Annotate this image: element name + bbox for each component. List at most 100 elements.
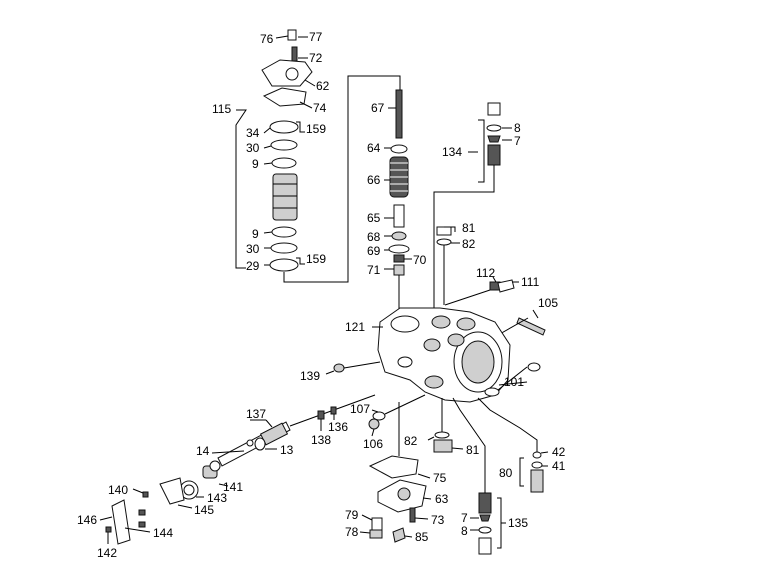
part-7-valve-lower bbox=[479, 514, 491, 522]
valve-spring-lower bbox=[478, 492, 492, 514]
label-81a: 81 bbox=[462, 221, 476, 235]
label-80: 80 bbox=[499, 466, 513, 480]
part-140-screw bbox=[142, 491, 149, 498]
bolt-105 bbox=[497, 309, 546, 336]
label-70: 70 bbox=[413, 253, 427, 267]
part-70-nut bbox=[393, 254, 405, 263]
label-134: 134 bbox=[442, 145, 462, 159]
label-159b: 159 bbox=[306, 252, 326, 266]
part-78-plug bbox=[369, 529, 383, 539]
label-140: 140 bbox=[108, 483, 128, 497]
plunger-kit bbox=[235, 75, 401, 283]
label-7b: 7 bbox=[461, 511, 468, 525]
label-112: 112 bbox=[476, 266, 495, 280]
label-74: 74 bbox=[313, 101, 327, 115]
part-9-oring-lower bbox=[271, 226, 297, 238]
part-76-screw bbox=[287, 29, 297, 41]
part-82-oring bbox=[436, 238, 452, 246]
part-8-oring bbox=[486, 124, 502, 132]
part-42-oring bbox=[532, 451, 542, 459]
part-111-fitting bbox=[497, 279, 515, 293]
label-29: 29 bbox=[246, 259, 260, 273]
part-144-bracket bbox=[111, 499, 131, 545]
label-141: 141 bbox=[223, 480, 243, 494]
label-115: 115 bbox=[212, 102, 231, 116]
part-8-oring-lower bbox=[478, 526, 492, 534]
bracket-146-144-142 bbox=[99, 499, 151, 545]
label-136: 136 bbox=[328, 420, 348, 434]
label-41: 41 bbox=[552, 459, 566, 473]
label-75: 75 bbox=[433, 471, 447, 485]
part-81-plug bbox=[436, 226, 452, 236]
label-101: 101 bbox=[504, 375, 524, 389]
label-159a: 159 bbox=[306, 122, 326, 136]
part-64-washer bbox=[390, 144, 408, 154]
part-34-ring bbox=[269, 120, 299, 134]
label-73: 73 bbox=[431, 513, 445, 527]
label-9a: 9 bbox=[252, 157, 259, 171]
parts-141-143-145 bbox=[132, 460, 229, 509]
part-73-bolt bbox=[409, 507, 416, 523]
part-7-valve bbox=[487, 135, 501, 143]
label-138: 138 bbox=[311, 433, 331, 447]
part-67-rod bbox=[395, 89, 403, 139]
label-77: 77 bbox=[309, 30, 323, 44]
part-65-sleeve bbox=[393, 204, 405, 228]
label-106: 106 bbox=[363, 437, 383, 451]
label-72: 72 bbox=[309, 51, 323, 65]
label-85: 85 bbox=[415, 530, 429, 544]
label-66: 66 bbox=[367, 173, 381, 187]
label-9b: 9 bbox=[252, 227, 259, 241]
part-82-oring-lower bbox=[434, 431, 450, 439]
part-plug bbox=[487, 102, 501, 116]
part-69-washer bbox=[388, 244, 410, 254]
label-8a: 8 bbox=[514, 121, 521, 135]
label-142: 142 bbox=[97, 546, 117, 560]
label-143: 143 bbox=[207, 491, 227, 505]
label-105: 105 bbox=[538, 296, 558, 310]
part-136-screw bbox=[330, 406, 337, 415]
parts-139-101 bbox=[325, 361, 541, 397]
label-42: 42 bbox=[552, 445, 566, 459]
label-8b: 8 bbox=[461, 524, 468, 538]
part-85-nut bbox=[392, 527, 406, 543]
label-69: 69 bbox=[367, 244, 381, 258]
label-82b: 82 bbox=[404, 434, 418, 448]
parts-138-136-107-106 bbox=[317, 394, 426, 437]
part-74-gasket bbox=[262, 87, 307, 107]
label-64: 64 bbox=[367, 141, 381, 155]
label-62: 62 bbox=[316, 79, 330, 93]
part-30-ring bbox=[270, 139, 298, 151]
label-30b: 30 bbox=[246, 242, 260, 256]
label-111: 111 bbox=[521, 275, 540, 289]
label-139: 139 bbox=[300, 369, 320, 383]
label-135: 135 bbox=[508, 516, 528, 530]
label-81b: 81 bbox=[466, 443, 480, 457]
part-plug-lower bbox=[478, 537, 492, 555]
label-79: 79 bbox=[345, 508, 359, 522]
part-13-bearing bbox=[254, 437, 266, 451]
part-106-plug bbox=[368, 418, 380, 430]
part-9-oring bbox=[271, 157, 297, 169]
valve-kit-134 bbox=[433, 102, 512, 308]
valve-kit-135 bbox=[452, 397, 506, 555]
valve-spring bbox=[487, 144, 501, 166]
label-7a: 7 bbox=[514, 134, 521, 148]
part-72-bolt bbox=[291, 46, 298, 62]
label-68: 68 bbox=[367, 230, 381, 244]
relief-valve-80 bbox=[477, 397, 549, 493]
label-121: 121 bbox=[345, 320, 365, 334]
part-101-oring bbox=[484, 387, 500, 397]
label-145: 145 bbox=[194, 503, 214, 517]
label-65: 65 bbox=[367, 211, 381, 225]
part-145-bracket bbox=[159, 477, 185, 505]
part-30-ring-lower bbox=[270, 242, 298, 254]
part-107-oring bbox=[372, 411, 386, 421]
part-labels: 76 77 72 62 74 115 34 159 30 9 9 30 29 1… bbox=[77, 30, 566, 560]
label-76: 76 bbox=[260, 32, 274, 46]
label-14: 14 bbox=[196, 444, 210, 458]
plug-81-82-upper bbox=[436, 226, 460, 305]
bottom-cover-assembly bbox=[359, 402, 432, 543]
part-14-ring bbox=[246, 439, 254, 447]
